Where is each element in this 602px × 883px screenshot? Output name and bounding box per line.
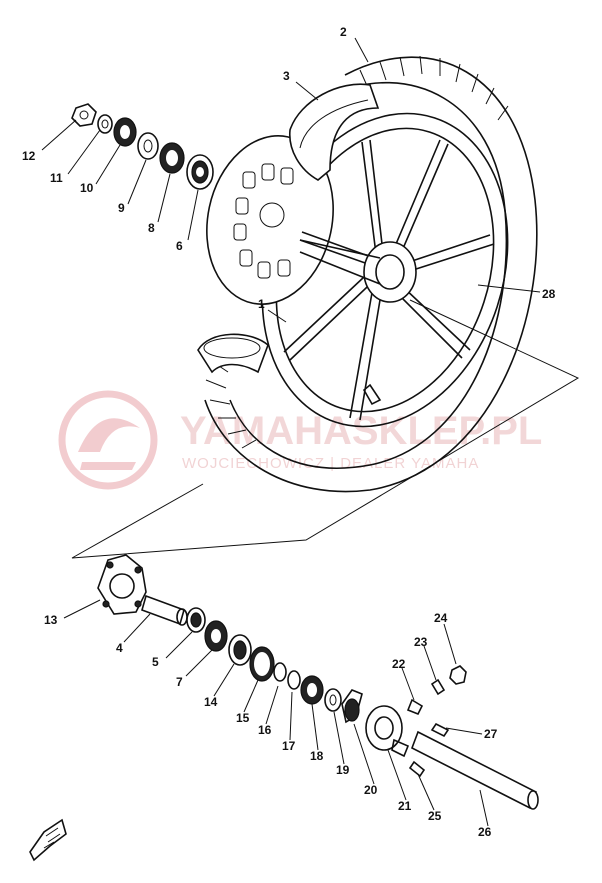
part-18-gear — [300, 675, 324, 705]
label-23: 23 — [414, 635, 428, 649]
part-13-flange — [97, 554, 147, 615]
axle-parts-top — [71, 103, 214, 190]
projection-frame — [71, 299, 580, 559]
label-21: 21 — [398, 799, 412, 813]
label-6: 6 — [176, 239, 183, 253]
part-25-clip — [408, 760, 426, 778]
watermark-logo — [58, 390, 158, 490]
part-4-spacer-tube — [141, 594, 188, 626]
label-27: 27 — [484, 727, 498, 741]
label-2: 2 — [340, 25, 347, 39]
label-17: 17 — [282, 739, 296, 753]
part-5-bearing — [186, 607, 206, 633]
front-arrow-icon — [29, 818, 67, 862]
label-3: 3 — [283, 69, 290, 83]
part-20-drive — [341, 689, 363, 724]
part-21-gearbox — [365, 705, 410, 758]
part-16-washer — [273, 662, 287, 682]
part-23-bolt — [430, 678, 446, 696]
label-28: 28 — [542, 287, 556, 301]
part-10-collar — [113, 117, 137, 147]
part-24-nut — [449, 665, 467, 685]
label-1: 1 — [258, 297, 265, 311]
label-26: 26 — [478, 825, 492, 839]
watermark-subtitle: WOJCIECHOWICZ | DEALER YAMAHA — [182, 455, 479, 472]
part-labels: 2 3 12 11 10 9 8 6 1 28 13 4 5 7 14 15 1… — [22, 25, 556, 839]
label-11: 11 — [50, 171, 63, 185]
part-27-screw — [430, 722, 450, 738]
label-12: 12 — [22, 149, 36, 163]
label-10: 10 — [80, 181, 94, 195]
label-13: 13 — [44, 613, 58, 627]
part-8-seal — [159, 142, 185, 174]
part-14-seal — [228, 634, 252, 666]
leader-lines — [41, 37, 541, 827]
part-26-axle — [410, 730, 539, 810]
part-11-washer — [97, 114, 113, 134]
valve-stem — [362, 383, 382, 406]
label-20: 20 — [364, 783, 378, 797]
fender-lower — [197, 333, 269, 374]
hub — [299, 239, 417, 303]
label-5: 5 — [152, 655, 159, 669]
label-9: 9 — [118, 201, 125, 215]
label-18: 18 — [310, 749, 324, 763]
part-22-screw — [406, 698, 424, 716]
axle-parts-bottom — [97, 554, 539, 810]
brake-disc — [206, 135, 334, 305]
label-24: 24 — [434, 611, 448, 625]
label-8: 8 — [148, 221, 155, 235]
label-16: 16 — [258, 723, 272, 737]
label-19: 19 — [336, 763, 350, 777]
fender — [289, 83, 380, 181]
part-15-ring — [249, 646, 275, 682]
label-4: 4 — [116, 641, 123, 655]
label-22: 22 — [392, 657, 406, 671]
part-6-bearing — [186, 154, 214, 190]
label-25: 25 — [428, 809, 442, 823]
part-7-bearing — [204, 620, 228, 652]
part-19-washer — [324, 688, 342, 712]
label-15: 15 — [236, 711, 250, 725]
part-9-spacer — [137, 132, 159, 160]
watermark: YAMAHASKLEP.PL WOJCIECHOWICZ | DEALER YA… — [58, 390, 542, 490]
part-12-nut — [71, 103, 97, 127]
label-7: 7 — [176, 675, 183, 689]
label-14: 14 — [204, 695, 218, 709]
part-17-washer — [287, 670, 301, 690]
